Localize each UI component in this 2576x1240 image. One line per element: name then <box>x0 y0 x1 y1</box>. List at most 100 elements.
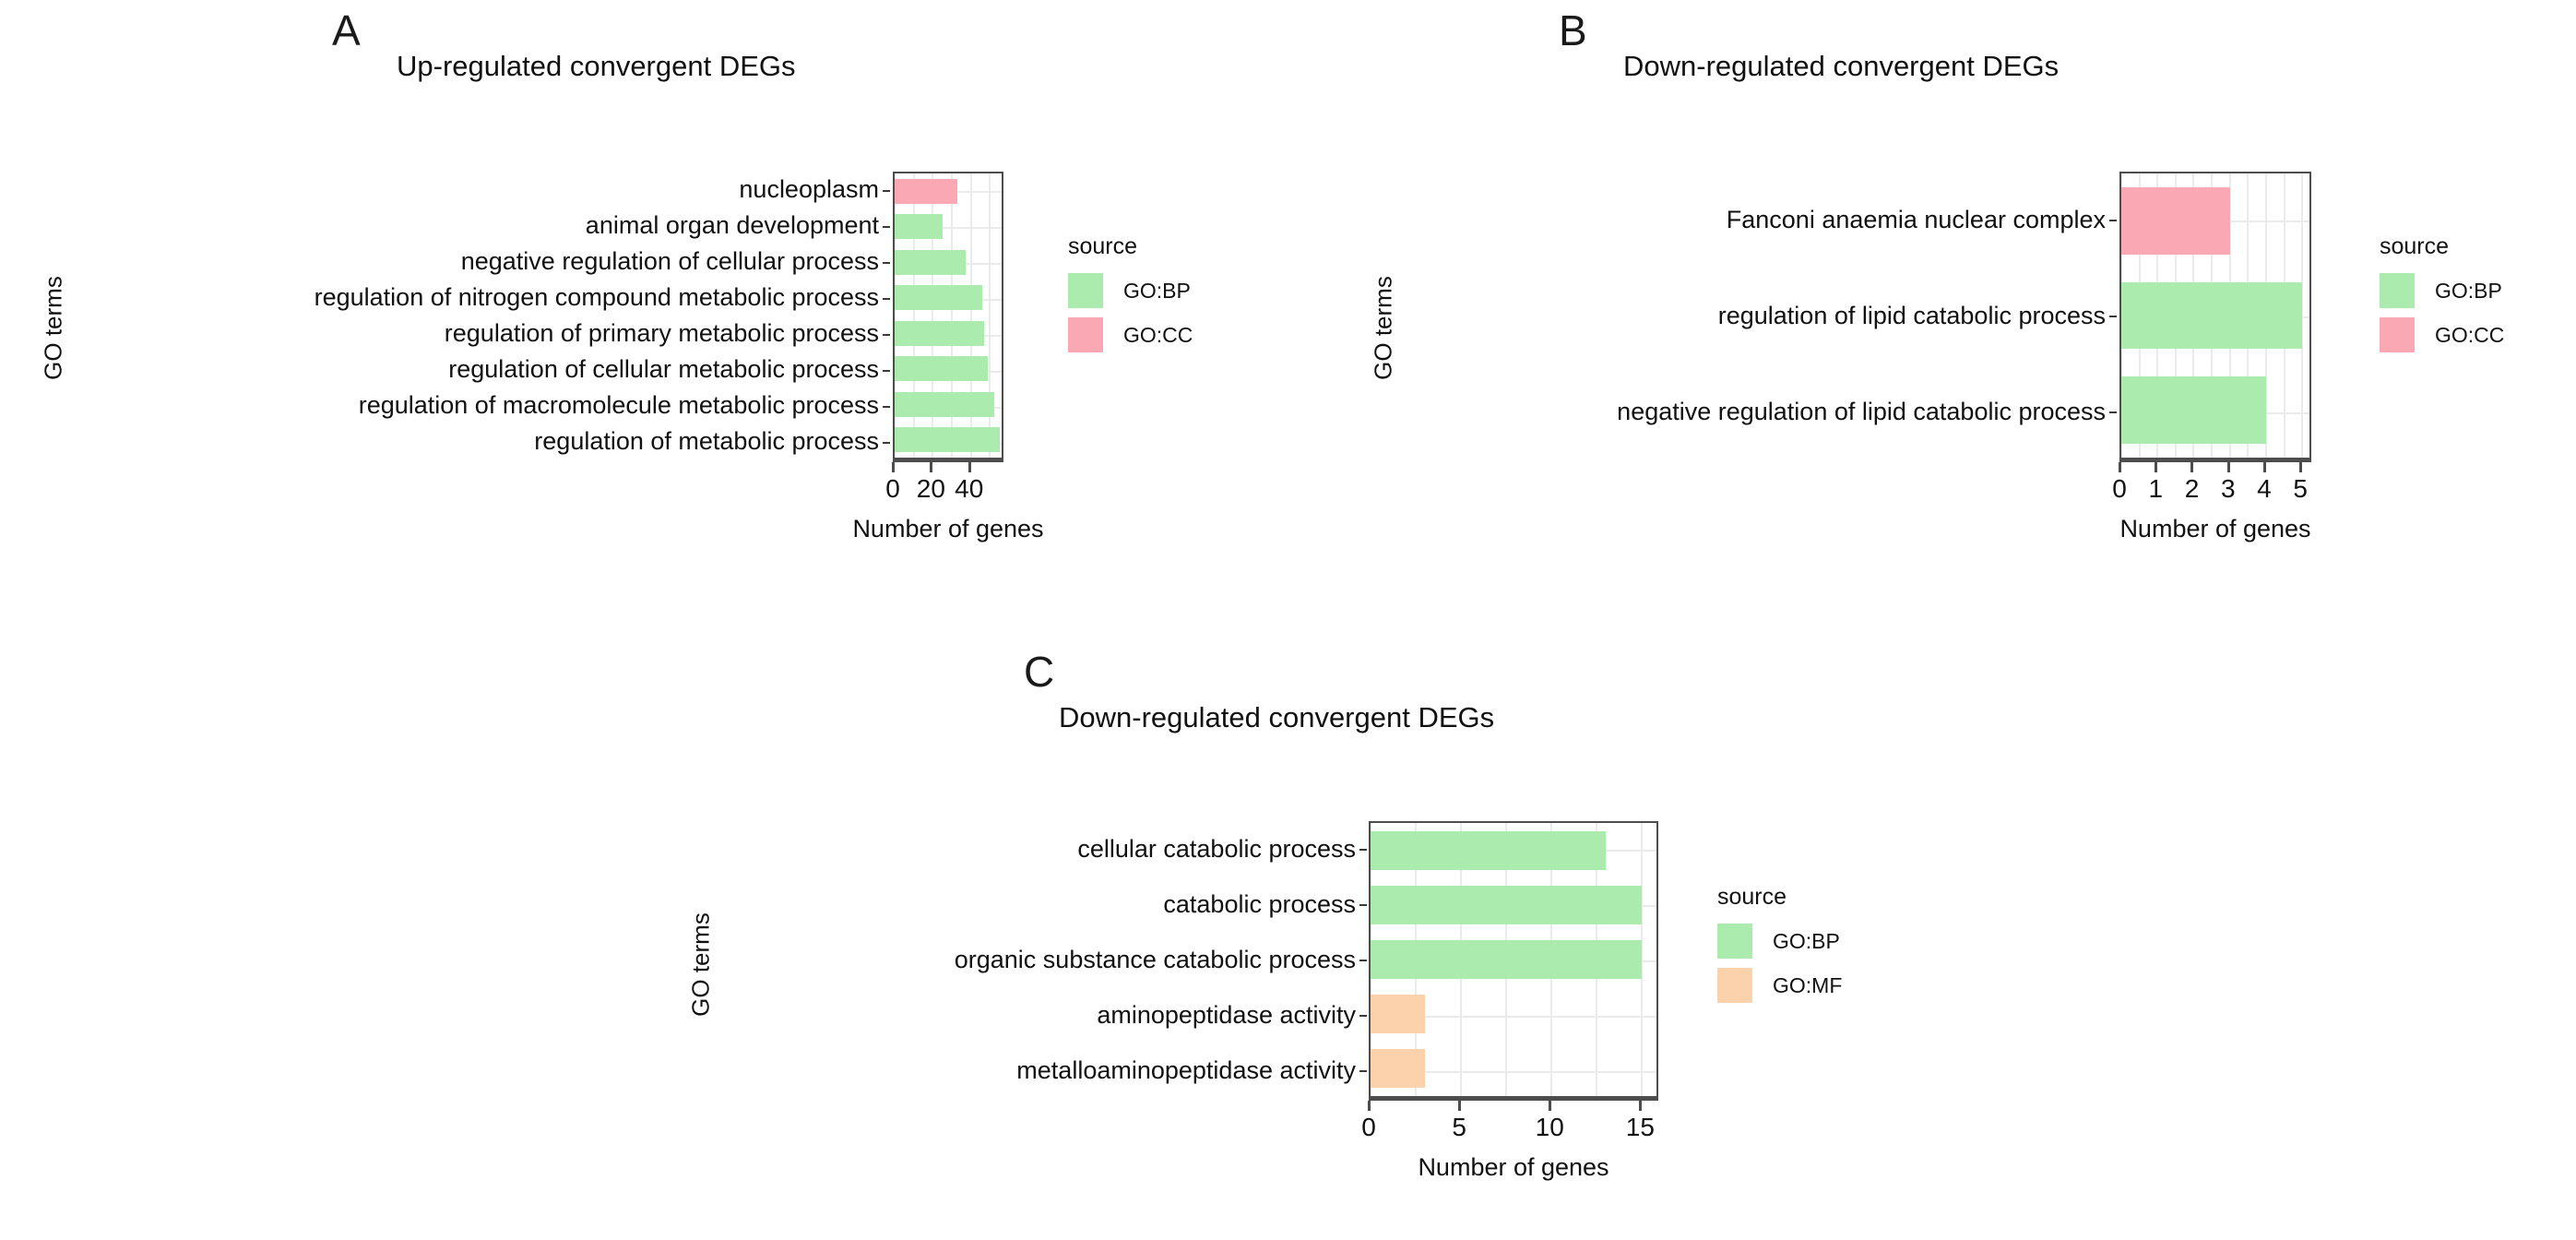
bar-series <box>1371 823 1656 1096</box>
bar[interactable] <box>1371 885 1643 924</box>
bar-row <box>1371 995 1656 1034</box>
panel-a-title: Up-regulated convergent DEGs <box>397 50 796 82</box>
category-label: regulation of lipid catabolic process <box>1718 303 2118 328</box>
x-tick-mark <box>2119 462 2121 472</box>
x-tick-mark <box>2190 462 2194 472</box>
bar[interactable] <box>895 249 966 275</box>
panel-b-x-axis-label: Number of genes <box>2119 515 2311 542</box>
x-tick-label: 1 <box>2148 474 2164 503</box>
bar[interactable] <box>895 320 985 346</box>
panel-a-x-axis-label: Number of genes <box>852 515 1044 542</box>
panel-c-title: Down-regulated convergent DEGs <box>1059 701 1495 733</box>
panel-b-title: Down-regulated convergent DEGs <box>1623 50 2060 82</box>
bar[interactable] <box>1371 939 1643 979</box>
panel-c-x-axis-label: Number of genes <box>1418 1153 1609 1181</box>
legend-swatch <box>1068 273 1103 308</box>
bar[interactable] <box>895 285 983 311</box>
bar[interactable] <box>2121 281 2303 350</box>
bar[interactable] <box>2121 376 2266 445</box>
bar-row <box>2121 281 2309 350</box>
gridline-vertical-minor <box>912 173 915 458</box>
bar-row <box>2121 186 2309 255</box>
panel-c-plot-area <box>1369 821 1658 1098</box>
panel-c-legend: source GO:BP GO:MF <box>1717 886 1842 1012</box>
panel-c-letter: C <box>1024 648 1055 696</box>
panel-a-x-axis-line <box>893 459 1003 462</box>
legend-item[interactable]: GO:CC <box>2380 317 2504 352</box>
category-label: regulation of metabolic process <box>534 429 890 454</box>
panel-a-plot-area <box>893 172 1003 459</box>
gridline-horizontal <box>1371 1016 1656 1018</box>
legend-label: GO:MF <box>1773 972 1843 997</box>
category-label: regulation of nitrogen compound metaboli… <box>315 285 891 310</box>
panel-a-letter: A <box>332 6 361 54</box>
legend-label: GO:BP <box>1123 278 1191 303</box>
x-tick-mark <box>967 462 971 472</box>
category-label: metalloaminopeptidase activity <box>1016 1057 1367 1083</box>
bar-row <box>895 320 1002 346</box>
bar[interactable] <box>1371 995 1425 1034</box>
bar-row <box>895 214 1002 240</box>
x-tick-mark <box>2262 462 2266 472</box>
bar-row <box>895 356 1002 382</box>
x-tick-label: 40 <box>955 474 984 503</box>
bar-row <box>895 249 1002 275</box>
panel-b-letter: B <box>1559 6 1587 54</box>
bar-row <box>895 391 1002 417</box>
bar[interactable] <box>895 391 994 417</box>
legend-label: GO:CC <box>2435 322 2505 347</box>
category-label: negative regulation of lipid catabolic p… <box>1617 399 2117 424</box>
x-tick-mark <box>1458 1101 1462 1111</box>
legend-swatch <box>2380 273 2415 308</box>
panel-b-legend: source GO:BP GO:CC <box>2380 235 2504 362</box>
bar[interactable] <box>1371 830 1607 870</box>
legend-label: GO:CC <box>1123 322 1193 347</box>
legend-swatch <box>2380 317 2415 352</box>
bar-row <box>895 178 1002 204</box>
bar[interactable] <box>895 427 1000 453</box>
category-label: aminopeptidase activity <box>1097 1002 1367 1028</box>
x-tick-label: 0 <box>2112 474 2127 503</box>
x-tick-label: 10 <box>1535 1113 1564 1141</box>
panel-a-legend-items: GO:BP GO:CC <box>1068 273 1193 352</box>
gridline-vertical <box>2301 173 2304 458</box>
category-label: regulation of primary metabolic process <box>445 321 891 346</box>
legend-item[interactable]: GO:BP <box>1068 273 1193 308</box>
category-label: regulation of cellular metabolic process <box>448 357 890 382</box>
gridline-vertical <box>895 173 896 458</box>
panel-b-legend-title: source <box>2380 233 2450 259</box>
bar-row <box>1371 830 1656 870</box>
legend-item[interactable]: GO:CC <box>1068 317 1193 352</box>
legend-swatch <box>1717 968 1752 1003</box>
bar-series <box>2121 173 2309 458</box>
legend-swatch <box>1717 924 1752 959</box>
legend-item[interactable]: GO:MF <box>1717 968 1842 1003</box>
x-tick-label: 20 <box>916 474 945 503</box>
panel-c-legend-title: source <box>1717 884 1787 910</box>
x-tick-label: 0 <box>885 474 900 503</box>
x-tick-label: 5 <box>2293 474 2309 503</box>
panel-a-legend: source GO:BP GO:CC <box>1068 235 1193 362</box>
category-label: catabolic process <box>1163 891 1367 917</box>
legend-label: GO:BP <box>2435 278 2502 303</box>
bar[interactable] <box>895 356 989 382</box>
x-tick-mark <box>2299 462 2303 472</box>
legend-item[interactable]: GO:BP <box>1717 924 1842 959</box>
panel-c-legend-items: GO:BP GO:MF <box>1717 924 1842 1003</box>
panel-a-legend-title: source <box>1068 233 1138 259</box>
bar[interactable] <box>895 178 958 204</box>
panel-c-x-axis-line <box>1369 1098 1658 1101</box>
bar[interactable] <box>1371 1049 1425 1089</box>
x-tick-mark <box>1368 1101 1371 1111</box>
category-label: Fanconi anaemia nuclear complex <box>1727 207 2118 232</box>
bar[interactable] <box>895 214 943 240</box>
gridline-vertical <box>969 173 972 458</box>
legend-item[interactable]: GO:BP <box>2380 273 2504 308</box>
x-tick-mark <box>1639 1101 1643 1111</box>
bar[interactable] <box>2121 186 2230 255</box>
bar-row <box>2121 376 2309 445</box>
bar-row <box>895 427 1002 453</box>
x-tick-mark <box>892 462 895 472</box>
